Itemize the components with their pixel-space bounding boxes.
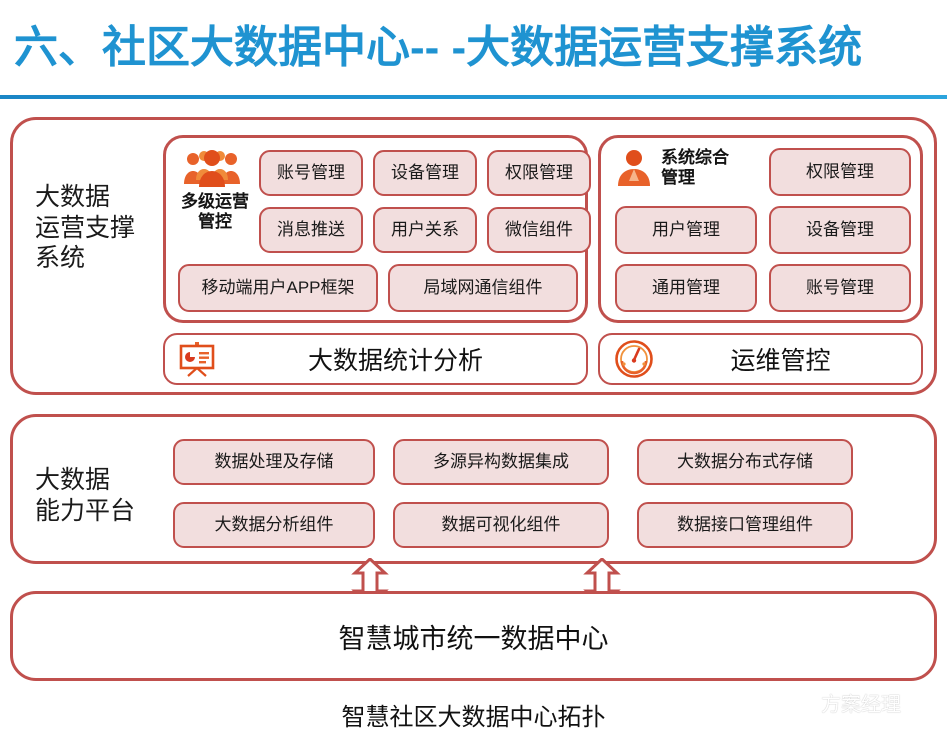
chip-bigdata-distributed-storage[interactable]: 大数据分布式存储 (637, 439, 853, 485)
chip-data-interface-management-component[interactable]: 数据接口管理组件 (637, 502, 853, 548)
chip-data-visualization-component[interactable]: 数据可视化组件 (393, 502, 609, 548)
title-underline-rule (0, 95, 947, 99)
page-header: 六、社区大数据中心-- -大数据运营支撑系统 (0, 0, 947, 96)
chip-device-management[interactable]: 设备管理 (373, 150, 477, 196)
chip-wechat-component[interactable]: 微信组件 (487, 207, 591, 253)
watermark: 方案经理 (781, 688, 901, 717)
bar-operations-maintenance-control[interactable]: 运维管控 (598, 333, 923, 385)
wechat-icon (781, 689, 815, 717)
figure-caption: 智慧社区大数据中心拓扑 (341, 704, 606, 731)
group-tag-system-integrated: 系统综合 管理 (661, 148, 729, 187)
section-label-operations: 大数据 运营支撑 系统 (35, 183, 136, 272)
person-icon (613, 146, 655, 188)
section-bigdata-operations-support: 大数据 运营支撑 系统 (10, 117, 937, 395)
bar-bigdata-statistical-analysis[interactable]: 大数据统计分析 (163, 333, 588, 385)
section-bigdata-capability-platform: 大数据 能力平台 数据处理及存储 多源异构数据集成 大数据分布式存储 大数据分析… (10, 414, 937, 564)
people-group-icon (180, 146, 244, 190)
group-tag-multilevel-ops: 多级运营管控 (181, 192, 249, 231)
bar-label-statistical-analysis: 大数据统计分析 (307, 347, 483, 375)
panel-multilevel-ops-control: 多级运营管控 账号管理 设备管理 权限管理 消息推送 用户关系 微信组件 移动端… (163, 135, 591, 323)
bar-label-ops-maintenance: 运维管控 (730, 347, 831, 375)
watermark-text: 方案经理 (821, 694, 901, 716)
chip-data-processing-storage[interactable]: 数据处理及存储 (173, 439, 375, 485)
chip-general-management[interactable]: 通用管理 (615, 264, 757, 312)
panel-system-integrated-management: 系统综合 管理 权限管理 用户管理 设备管理 通用管理 账号管理 (598, 135, 923, 323)
section-label-platform: 大数据 能力平台 (35, 466, 136, 525)
chip-user-relationship[interactable]: 用户关系 (373, 207, 477, 253)
chip-mobile-user-app-framework[interactable]: 移动端用户APP框架 (178, 264, 378, 312)
gauge-icon (614, 339, 654, 379)
chip-device-management-sys[interactable]: 设备管理 (769, 206, 911, 254)
presentation-chart-icon (177, 341, 217, 377)
datacenter-label: 智慧城市统一数据中心 (338, 623, 609, 654)
chip-bigdata-analysis-component[interactable]: 大数据分析组件 (173, 502, 375, 548)
chip-message-push[interactable]: 消息推送 (259, 207, 363, 253)
chip-lan-communication-component[interactable]: 局域网通信组件 (388, 264, 578, 312)
chip-account-management[interactable]: 账号管理 (259, 150, 363, 196)
section-smart-city-unified-data-center: 智慧城市统一数据中心 (10, 591, 937, 681)
page-title: 六、社区大数据中心-- -大数据运营支撑系统 (14, 23, 863, 72)
chip-multisource-data-integration[interactable]: 多源异构数据集成 (393, 439, 609, 485)
chip-user-management[interactable]: 用户管理 (615, 206, 757, 254)
chip-permission-management-sys[interactable]: 权限管理 (769, 148, 911, 196)
chip-permission-management[interactable]: 权限管理 (487, 150, 591, 196)
chip-account-management-sys[interactable]: 账号管理 (769, 264, 911, 312)
